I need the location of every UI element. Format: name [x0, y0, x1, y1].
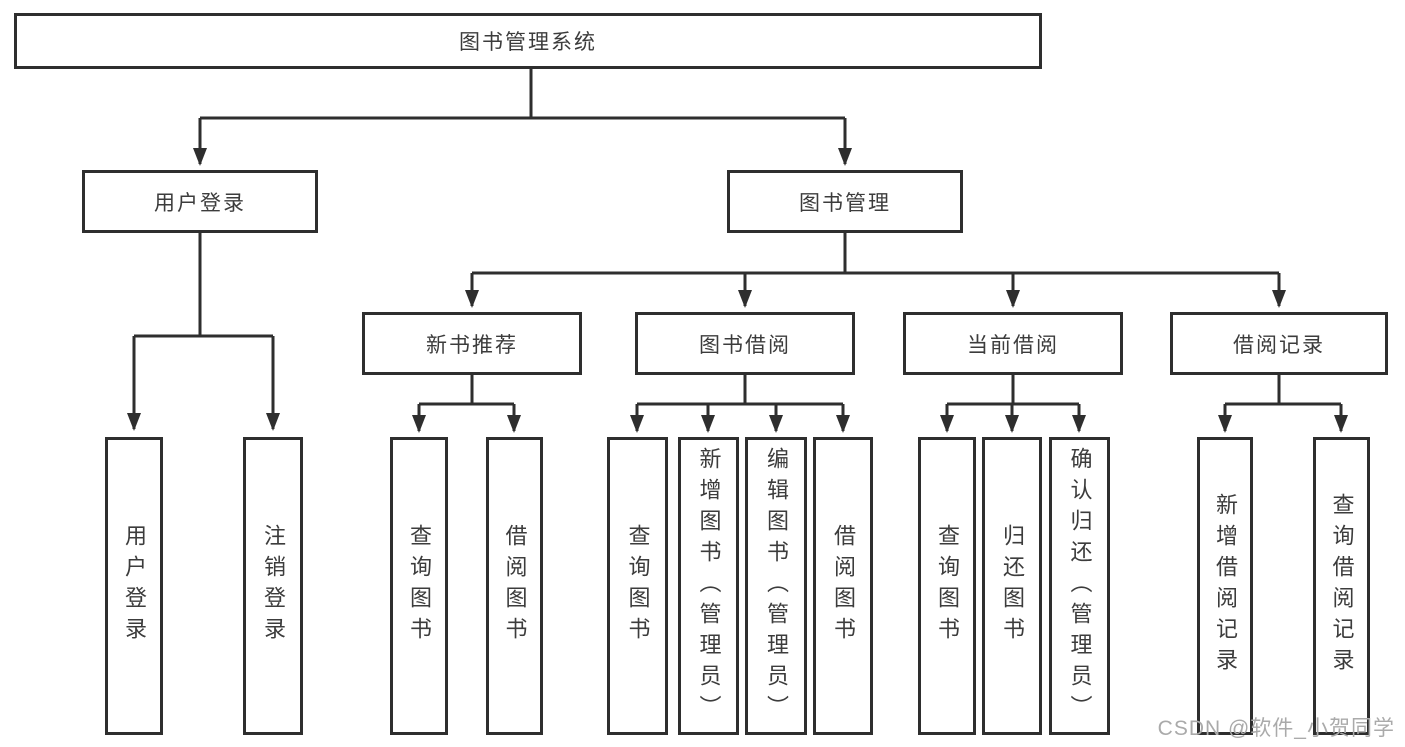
node-borrow-records-label: 借阅记录	[1233, 333, 1325, 357]
leaf-newbooks-borrow-label: 借阅图书	[502, 524, 528, 648]
leaf-borrow-add: 新增图书（管理员）	[678, 437, 739, 735]
leaf-borrow-borrow-label: 借阅图书	[831, 524, 856, 648]
node-new-book-recommend: 新书推荐	[362, 312, 582, 375]
node-book-borrow-label: 图书借阅	[699, 333, 791, 357]
leaf-borrow-borrow: 借阅图书	[813, 437, 873, 735]
node-book-borrow: 图书借阅	[635, 312, 855, 375]
node-current-borrow: 当前借阅	[903, 312, 1123, 375]
leaf-user-login: 用户登录	[105, 437, 163, 735]
leaf-current-return: 归还图书	[982, 437, 1042, 735]
leaf-borrow-edit: 编辑图书（管理员）	[745, 437, 807, 735]
leaf-logout: 注销登录	[243, 437, 303, 735]
leaf-current-confirm: 确认归还（管理员）	[1049, 437, 1110, 735]
leaf-borrow-query-label: 查询图书	[625, 524, 651, 648]
leaf-newbooks-query-label: 查询图书	[407, 524, 432, 648]
leaf-current-query: 查询图书	[918, 437, 976, 735]
leaf-records-query-label: 查询借阅记录	[1329, 493, 1355, 679]
node-book-management-label: 图书管理	[799, 191, 891, 215]
node-user-login-label: 用户登录	[154, 191, 246, 215]
csdn-watermark: CSDN @软件_小贺同学	[1157, 717, 1395, 740]
leaf-logout-label: 注销登录	[261, 524, 286, 648]
leaf-current-confirm-label: 确认归还（管理员）	[1067, 446, 1093, 726]
leaf-current-query-label: 查询图书	[935, 524, 960, 648]
leaf-records-add: 新增借阅记录	[1197, 437, 1253, 735]
leaf-user-login-label: 用户登录	[122, 524, 147, 648]
leaf-records-add-label: 新增借阅记录	[1213, 493, 1238, 679]
node-book-management: 图书管理	[727, 170, 963, 233]
leaf-borrow-edit-label: 编辑图书（管理员）	[764, 446, 789, 726]
leaf-borrow-add-label: 新增图书（管理员）	[696, 446, 722, 726]
node-new-book-recommend-label: 新书推荐	[426, 333, 518, 357]
node-current-borrow-label: 当前借阅	[967, 333, 1059, 357]
node-root-label: 图书管理系统	[459, 31, 597, 54]
leaf-newbooks-borrow: 借阅图书	[486, 437, 543, 735]
leaf-current-return-label: 归还图书	[1000, 524, 1025, 648]
leaf-borrow-query: 查询图书	[607, 437, 668, 735]
node-borrow-records: 借阅记录	[1170, 312, 1388, 375]
leaf-newbooks-query: 查询图书	[390, 437, 448, 735]
leaf-records-query: 查询借阅记录	[1313, 437, 1370, 735]
node-user-login: 用户登录	[82, 170, 318, 233]
node-root: 图书管理系统	[14, 13, 1042, 69]
